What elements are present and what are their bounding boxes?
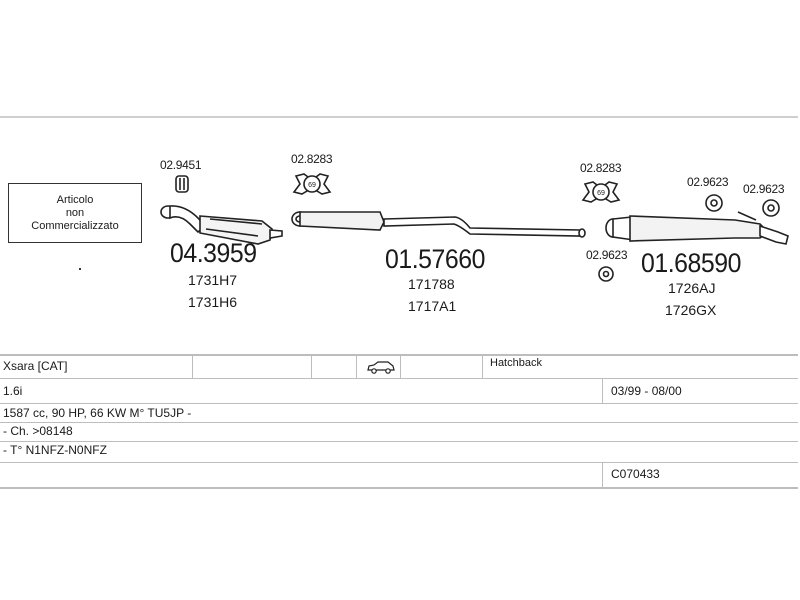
- table-row: Xsara [CAT] Hatchback: [0, 354, 798, 379]
- middle-part-number: 01.57660: [385, 244, 485, 274]
- front-part-number: 04.3959: [170, 238, 257, 268]
- table-row: C070433: [0, 463, 798, 489]
- front-ref-2: 1731H6: [188, 294, 238, 310]
- middle-ref-2: 1717A1: [408, 298, 457, 314]
- gasket-icon[interactable]: 69: [292, 173, 332, 195]
- rear-silencer-part[interactable]: [605, 211, 789, 245]
- rear-ref-2: 1726GX: [665, 302, 717, 318]
- engine-cell: 1.6i: [3, 384, 23, 398]
- catalog-cell: C070433: [611, 467, 660, 481]
- car-icon: [366, 360, 396, 377]
- rubber-mount-icon-a[interactable]: [705, 194, 723, 212]
- chassis-cell: - Ch. >08148: [3, 424, 73, 438]
- body-type-cell: Hatchback: [490, 357, 542, 369]
- exhaust-drawing: 69 69: [160, 173, 789, 282]
- note-line-3: Commercializzato: [31, 219, 119, 232]
- front-pipe-part[interactable]: [160, 205, 283, 245]
- rear-ref-1: 1726AJ: [668, 280, 716, 296]
- middle-silencer-part[interactable]: [291, 211, 586, 238]
- rear-part-number: 01.68590: [641, 248, 741, 278]
- clamp-code: 02.9451: [160, 158, 202, 172]
- rear-gasket-code: 02.8283: [580, 161, 622, 175]
- clamp-icon[interactable]: [175, 175, 189, 193]
- stray-dot: [79, 268, 81, 270]
- table-row: - Ch. >08148: [0, 423, 798, 442]
- rubber-code-c: 02.9623: [586, 248, 628, 262]
- rubber-mount-icon-b[interactable]: [762, 199, 780, 217]
- years-cell: 03/99 - 08/00: [611, 384, 682, 398]
- vehicle-table: Xsara [CAT] Hatchback 1.6i 03/99 - 08/00…: [0, 354, 798, 489]
- diagram-area: [0, 116, 798, 356]
- table-row: 1587 cc, 90 HP, 66 KW M° TU5JP -: [0, 404, 798, 423]
- middle-gasket-code: 02.8283: [291, 152, 333, 166]
- spec-cell: 1587 cc, 90 HP, 66 KW M° TU5JP -: [3, 406, 192, 420]
- rubber-code-a: 02.9623: [687, 175, 729, 189]
- note-line-2: non: [65, 206, 85, 219]
- rubber-code-b: 02.9623: [743, 182, 785, 196]
- rubber-mount-icon-c[interactable]: [598, 266, 614, 282]
- gasket-size-label-rear: 69: [597, 190, 605, 197]
- type-cell: - T° N1NFZ-N0NFZ: [3, 443, 107, 457]
- gasket-icon-rear[interactable]: 69: [581, 181, 621, 203]
- note-line-1: Articolo: [56, 193, 94, 206]
- not-sold-note: Articolo non Commercializzato: [8, 183, 142, 243]
- middle-ref-1: 171788: [408, 276, 455, 292]
- front-ref-1: 1731H7: [188, 272, 238, 288]
- table-row: - T° N1NFZ-N0NFZ: [0, 442, 798, 463]
- model-cell: Xsara [CAT]: [3, 359, 68, 373]
- gasket-size-label: 69: [308, 182, 316, 189]
- table-row: 1.6i 03/99 - 08/00: [0, 379, 798, 404]
